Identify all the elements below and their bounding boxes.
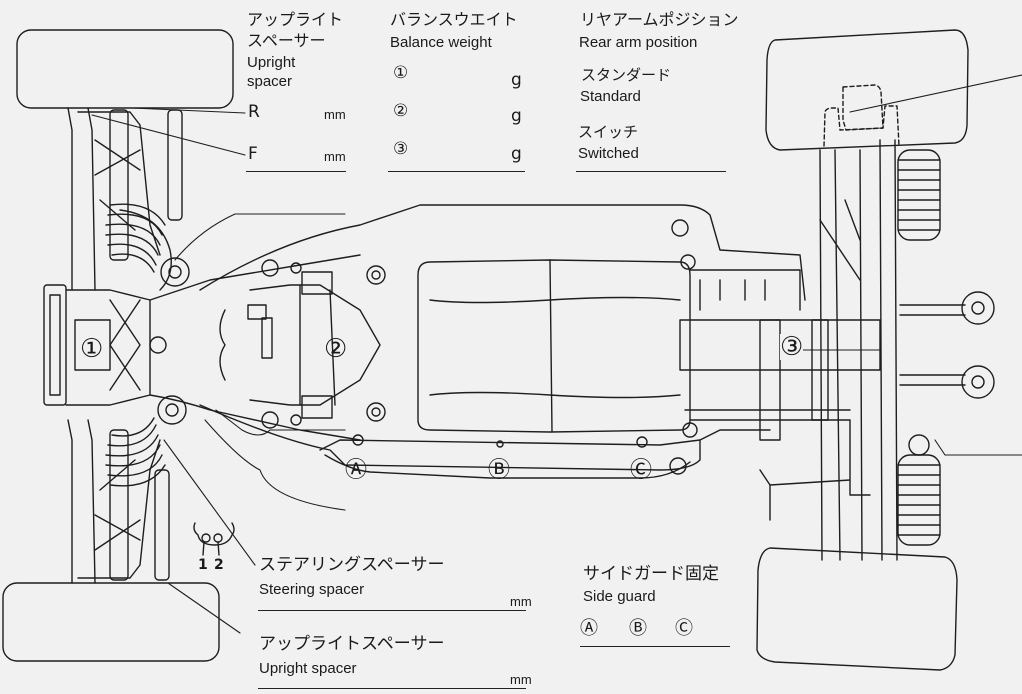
leader-lines bbox=[92, 75, 1022, 633]
side-guard-option-c[interactable]: Ⓒ bbox=[675, 618, 693, 639]
rear-arm-standard-jp: スタンダード bbox=[581, 66, 672, 84]
side-guard-title-jp: サイドガード固定 bbox=[583, 564, 719, 584]
upright-spacer-bottom-unit: mm bbox=[510, 672, 532, 687]
balance-weight-2-value[interactable] bbox=[420, 106, 500, 124]
rear-arm-title-en: Rear arm position bbox=[579, 34, 698, 51]
front-lower-spring bbox=[106, 418, 165, 486]
front-suspension-upper bbox=[68, 108, 189, 290]
upright-spacer-rear-unit: mm bbox=[324, 107, 346, 122]
upright-spacer-title-jp-1: アップライト bbox=[247, 10, 344, 29]
side-guard-marker-b: Ⓑ bbox=[488, 458, 511, 483]
upright-spacer-rear-value[interactable] bbox=[275, 104, 320, 122]
side-guard-title-en: Side guard bbox=[583, 588, 656, 605]
balance-weight-marker-2: ② bbox=[393, 101, 409, 121]
rear-lower-shock bbox=[898, 435, 940, 545]
steering-spacer-title-en: Steering spacer bbox=[259, 581, 365, 598]
side-guard-marker-a: Ⓐ bbox=[345, 458, 368, 483]
gearbox-area bbox=[680, 140, 994, 560]
weight-marker-1: ① bbox=[80, 334, 104, 364]
hidden-hub-outline bbox=[843, 85, 883, 130]
balance-weight-2-unit: g bbox=[511, 106, 522, 126]
balance-weight-title-jp: バランスウエイト bbox=[390, 10, 518, 29]
upright-spacer-title-jp-2: スペーサー bbox=[247, 31, 326, 50]
rear-upper-shock bbox=[898, 150, 940, 240]
balance-weight-marker-3: ③ bbox=[393, 139, 409, 159]
rear-arm-switched-jp: スイッチ bbox=[578, 123, 639, 141]
tire-front-left bbox=[17, 30, 233, 108]
tire-front-right bbox=[3, 583, 219, 661]
steering-spacer-holes bbox=[194, 523, 234, 555]
side-guard-underline bbox=[580, 646, 730, 647]
steering-spacer-value[interactable] bbox=[420, 590, 500, 608]
upright-spacer-title-en-1: Upright bbox=[247, 54, 296, 71]
chassis-plate bbox=[200, 205, 805, 478]
servo-area bbox=[220, 272, 380, 418]
upright-spacer-title-en-2: spacer bbox=[247, 73, 293, 90]
rear-arm-underline bbox=[576, 171, 726, 172]
front-suspension-lower bbox=[68, 396, 186, 583]
side-guard-marker-c: Ⓒ bbox=[630, 458, 653, 483]
steering-hole-label-2: 2 bbox=[214, 557, 224, 573]
balance-weight-underline bbox=[388, 171, 525, 172]
upright-spacer-bottom-value[interactable] bbox=[420, 668, 500, 686]
balance-weight-marker-1: ① bbox=[393, 63, 409, 83]
upright-spacer-bottom-title-en: Upright spacer bbox=[259, 660, 357, 677]
steering-spacer-title-jp: ステアリングスペーサー bbox=[259, 555, 445, 575]
steering-spacer-unit: mm bbox=[510, 594, 532, 609]
weight-marker-2: ② bbox=[324, 334, 348, 364]
balance-weight-3-unit: g bbox=[511, 144, 522, 164]
weight-marker-3: ③ bbox=[780, 332, 804, 362]
steering-spacer-underline bbox=[258, 610, 526, 611]
tire-rear-bottom bbox=[757, 548, 957, 670]
upright-spacer-front-unit: mm bbox=[324, 149, 346, 164]
tire-rear-top bbox=[766, 30, 968, 150]
hidden-hub-outline-2 bbox=[824, 106, 899, 146]
upright-spacer-bottom-underline bbox=[258, 688, 526, 689]
side-guard-option-b[interactable]: Ⓑ bbox=[629, 618, 647, 639]
balance-weight-1-value[interactable] bbox=[420, 68, 500, 86]
rear-arm-standard-en: Standard bbox=[580, 88, 641, 105]
rear-arm-switched-en: Switched bbox=[578, 145, 639, 162]
balance-weight-title-en: Balance weight bbox=[390, 34, 492, 51]
balance-weight-1-unit: g bbox=[511, 70, 522, 90]
steering-hole-label-1: 1 bbox=[198, 557, 208, 573]
upright-spacer-rear-label: R bbox=[248, 102, 260, 122]
upright-spacer-front-value[interactable] bbox=[275, 146, 320, 164]
rear-arm-title-jp: リヤアームポジション bbox=[580, 10, 739, 29]
front-upper-spring bbox=[106, 204, 165, 272]
balance-weight-3-value[interactable] bbox=[420, 144, 500, 162]
upright-spacer-front-label: F bbox=[248, 144, 258, 164]
upright-spacer-underline bbox=[246, 171, 346, 172]
upright-spacer-bottom-title-jp: アップライトスペーサー bbox=[259, 634, 445, 654]
side-guard-option-a[interactable]: Ⓐ bbox=[580, 618, 598, 639]
